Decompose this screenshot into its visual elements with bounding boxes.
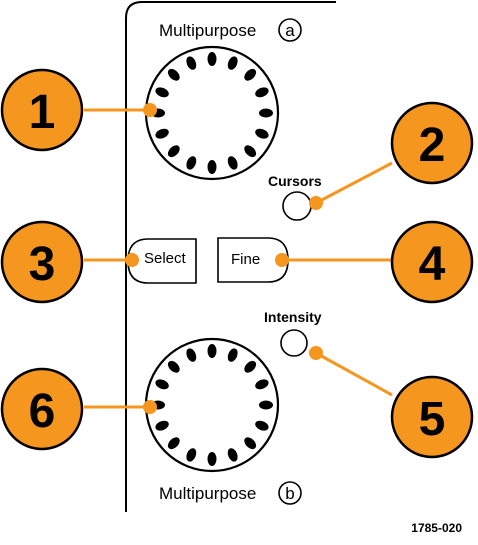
multipurpose-b-label: Multipurpose bbox=[159, 484, 256, 503]
knob-grip bbox=[155, 379, 169, 390]
callout-5: 5 bbox=[390, 375, 474, 459]
cursors-button[interactable] bbox=[282, 191, 312, 221]
knob-grip bbox=[207, 452, 217, 466]
letter-b-circle bbox=[278, 481, 302, 505]
knob-grip bbox=[255, 379, 269, 390]
knob-grip bbox=[207, 344, 217, 358]
knob-grip bbox=[186, 348, 197, 362]
knob-grip bbox=[227, 56, 238, 70]
knob-grip bbox=[255, 420, 269, 431]
fine-button[interactable]: Fine bbox=[217, 237, 289, 283]
intensity-button[interactable] bbox=[280, 329, 308, 357]
select-button[interactable]: Select bbox=[127, 238, 197, 284]
callout-1: 1 bbox=[0, 68, 84, 152]
knob-grip bbox=[255, 87, 269, 98]
knob-b-grips bbox=[151, 344, 273, 466]
callout-3-number: 3 bbox=[29, 238, 56, 291]
leader-line-2 bbox=[315, 161, 393, 205]
knob-grip bbox=[227, 156, 238, 170]
callout-5-number: 5 bbox=[419, 393, 446, 446]
callout-3: 3 bbox=[0, 220, 84, 304]
callout-4-number: 4 bbox=[419, 238, 446, 291]
knob-grip bbox=[207, 52, 217, 66]
callout-6-number: 6 bbox=[29, 385, 56, 438]
knob-a-grips bbox=[151, 52, 273, 174]
knob-grip bbox=[207, 160, 217, 174]
knob-grip bbox=[227, 348, 238, 362]
knob-grip bbox=[155, 420, 169, 431]
knob-grip bbox=[259, 108, 273, 118]
knob-grip bbox=[155, 87, 169, 98]
callout-4: 4 bbox=[390, 220, 474, 304]
knob-grip bbox=[186, 56, 197, 70]
knob-grip bbox=[167, 360, 180, 373]
knob-grip bbox=[255, 128, 269, 139]
leader-line-5 bbox=[315, 351, 393, 397]
letter-a-circle bbox=[278, 18, 302, 42]
callout-2-number: 2 bbox=[419, 119, 446, 172]
knob-grip bbox=[167, 437, 180, 450]
panel-outline bbox=[125, 1, 336, 512]
callout-1-number: 1 bbox=[29, 86, 56, 139]
leader-lines bbox=[84, 108, 393, 409]
knob-grip bbox=[186, 156, 197, 170]
knob-grip bbox=[167, 68, 180, 81]
letter-b: b bbox=[285, 484, 294, 503]
figure-id: 1785-020 bbox=[411, 521, 462, 535]
callout-6: 6 bbox=[0, 367, 84, 451]
knob-grip bbox=[244, 360, 257, 373]
multipurpose-b-knob[interactable] bbox=[144, 337, 280, 473]
knob-grip bbox=[155, 128, 169, 139]
multipurpose-a-label: Multipurpose bbox=[159, 21, 256, 40]
intensity-label: Intensity bbox=[264, 309, 322, 325]
knob-grip bbox=[244, 145, 257, 158]
fine-button-label: Fine bbox=[231, 251, 260, 268]
cursors-label: Cursors bbox=[268, 173, 322, 189]
knob-grip bbox=[167, 145, 180, 158]
knob-grip bbox=[244, 68, 257, 81]
knob-grip bbox=[244, 437, 257, 450]
knob-grip bbox=[259, 400, 273, 410]
leader-dots bbox=[125, 103, 323, 414]
knob-grip bbox=[186, 448, 197, 462]
letter-a: a bbox=[285, 21, 295, 40]
knob-grip bbox=[227, 448, 238, 462]
select-button-label: Select bbox=[144, 250, 187, 267]
multipurpose-a-knob[interactable] bbox=[144, 45, 280, 181]
callout-2: 2 bbox=[390, 101, 474, 185]
